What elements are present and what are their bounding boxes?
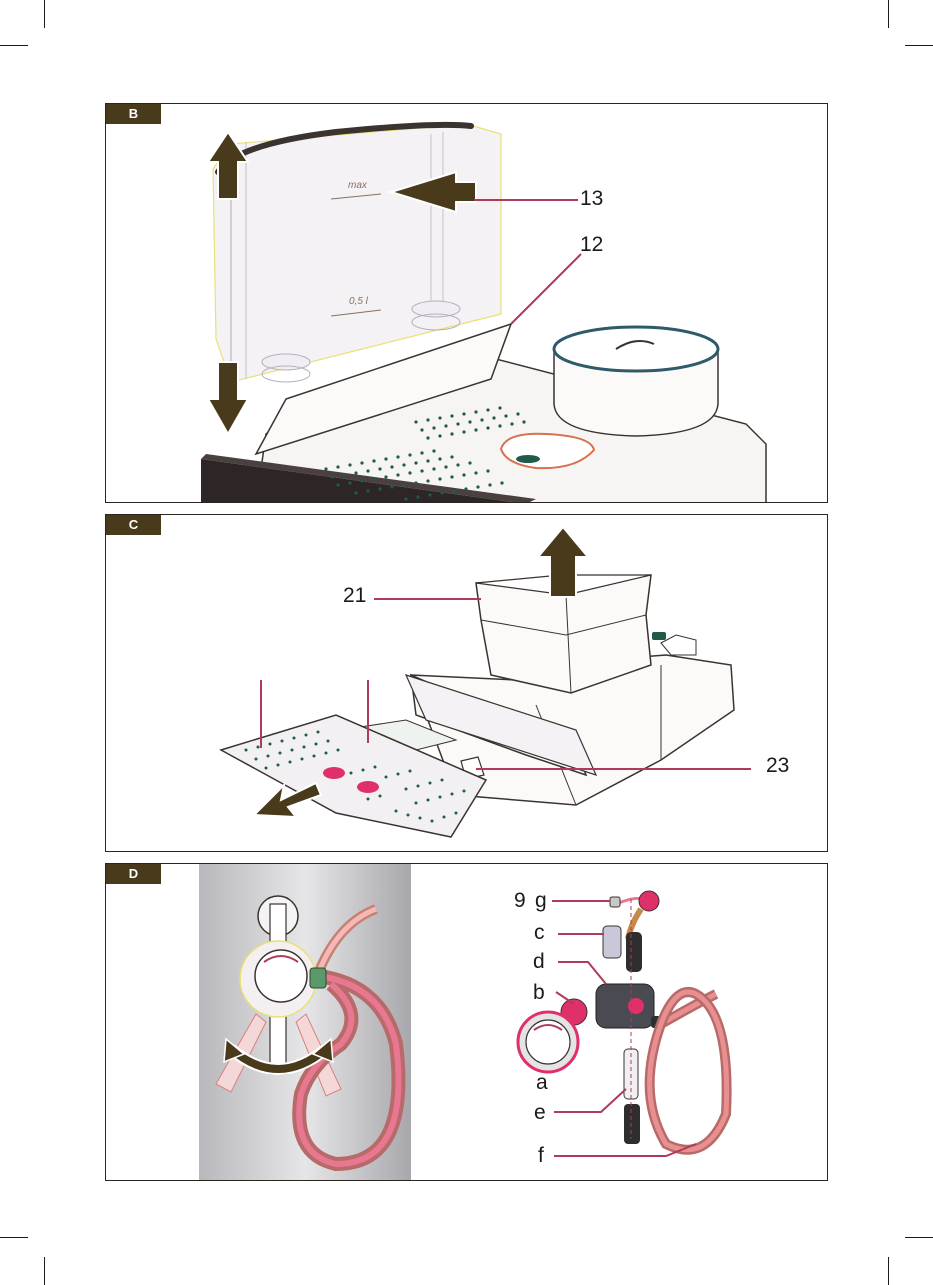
panel-tag: B (106, 104, 161, 124)
callout-e: e (534, 1102, 546, 1123)
crop-mark (44, 1257, 45, 1285)
figure-panel-c: C 21 23 (105, 514, 828, 852)
water-tank-illustration (106, 104, 828, 503)
crop-mark (905, 1237, 933, 1238)
panel-tag: D (106, 864, 161, 884)
callout-c: c (534, 922, 545, 943)
callout-13: 13 (580, 188, 603, 209)
crop-mark (888, 0, 889, 28)
callout-23: 23 (766, 755, 789, 776)
panel-tag: C (106, 515, 161, 535)
callout-12: 12 (580, 234, 603, 255)
drip-tray-illustration (106, 515, 828, 852)
callout-f: f (538, 1145, 544, 1166)
callout-a: a (536, 1072, 548, 1093)
crop-mark (0, 45, 28, 46)
half-litre-mark-label: 0,5 l (349, 297, 368, 307)
callout-b: b (533, 982, 545, 1003)
figure-panel-d: D 9 g c d b a e f (105, 863, 828, 1181)
crop-mark (44, 0, 45, 28)
crop-mark (888, 1257, 889, 1285)
steam-nozzle-illustration (106, 864, 828, 1181)
callout-d: d (533, 951, 545, 972)
callout-g: g (535, 890, 547, 911)
max-mark-label: max (348, 181, 367, 191)
figure-panel-b: B max 0,5 l 13 12 (105, 103, 828, 503)
callout-9: 9 (514, 890, 526, 911)
crop-mark (0, 1237, 28, 1238)
crop-mark (905, 45, 933, 46)
callout-21: 21 (343, 585, 366, 606)
